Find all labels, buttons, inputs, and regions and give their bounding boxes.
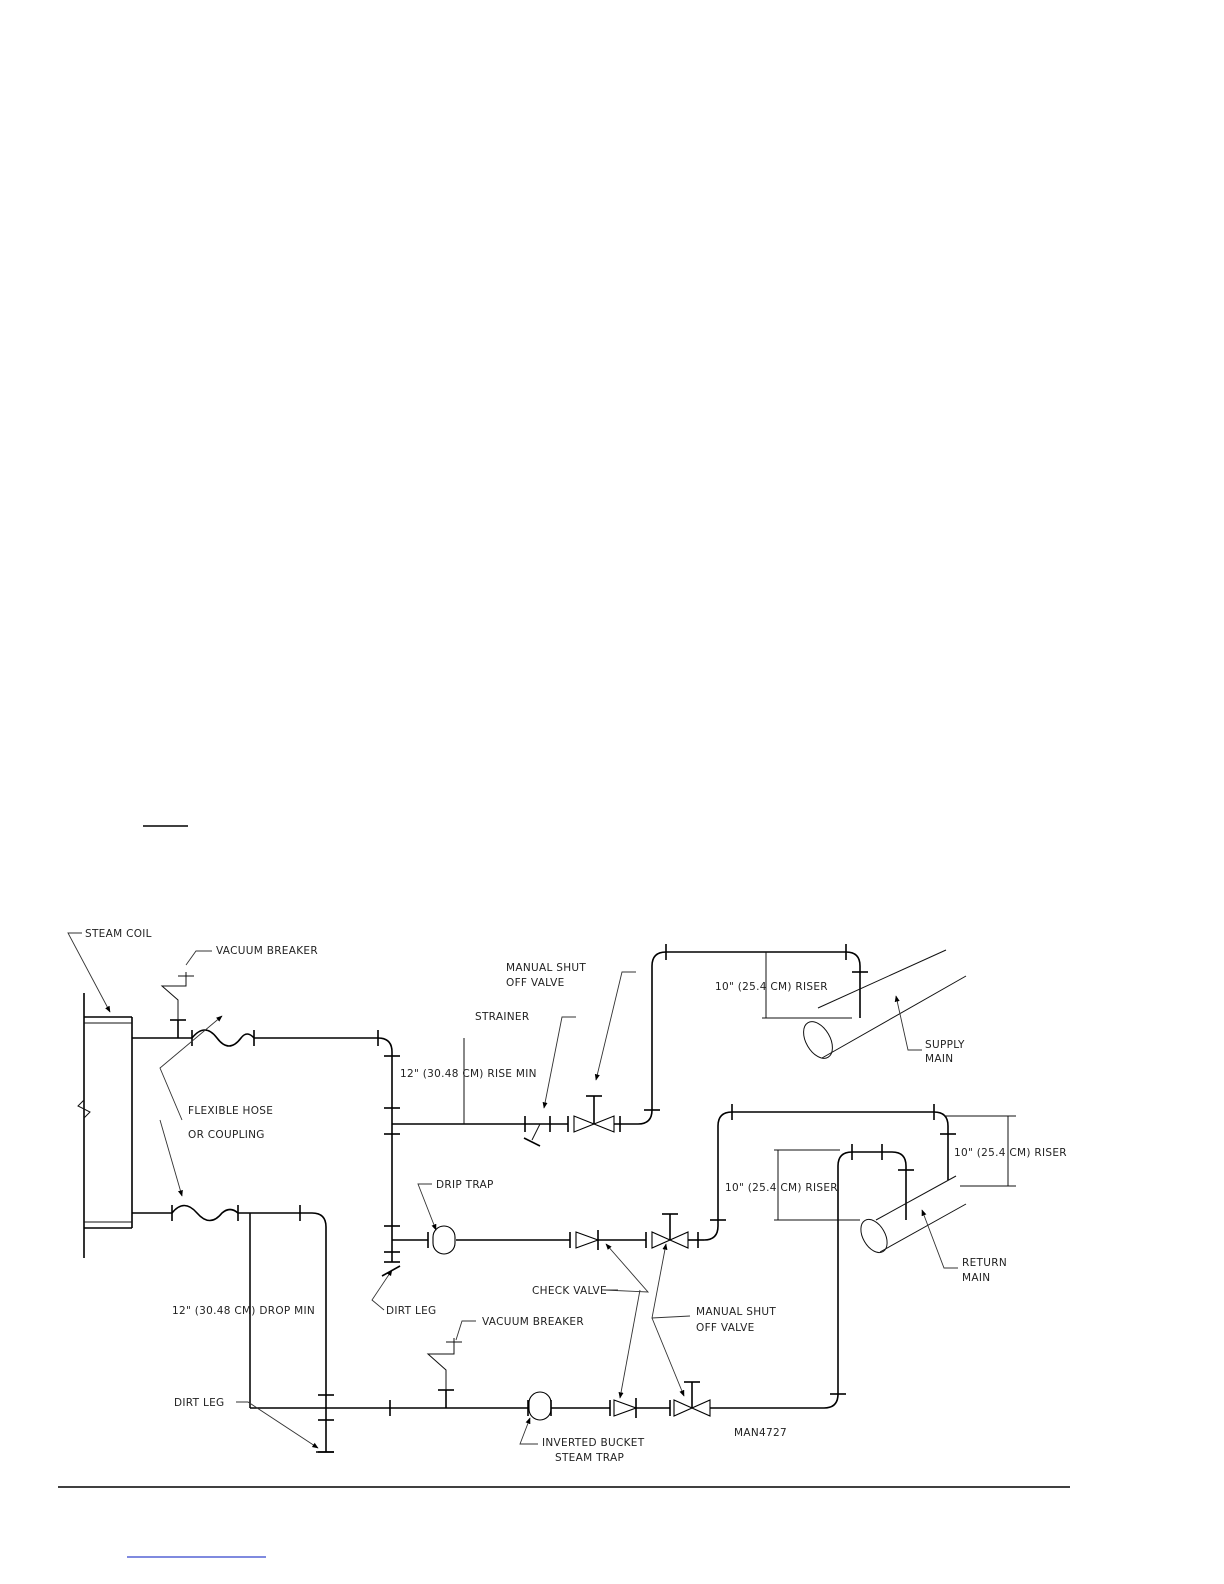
label-steam-coil: STEAM COIL	[85, 928, 152, 940]
label-drop-min: 12" (30.48 CM) DROP MIN	[172, 1305, 315, 1317]
label-supply-main-1: SUPPLY	[925, 1039, 965, 1051]
label-riser-supply: 10" (25.4 CM) RISER	[715, 981, 828, 993]
label-return-main-1: RETURN	[962, 1257, 1007, 1269]
label-drawing-number: MAN4727	[734, 1427, 787, 1439]
label-manual-shut-top-1: MANUAL SHUT	[506, 962, 586, 974]
label-rise-min: 12" (30.48 CM) RISE MIN	[400, 1068, 537, 1080]
label-riser-return-right: 10" (25.4 CM) RISER	[954, 1147, 1067, 1159]
label-strainer: STRAINER	[475, 1011, 529, 1023]
return-main-pipe	[860, 1175, 967, 1254]
label-return-main-2: MAIN	[962, 1272, 990, 1284]
label-flexible-hose-1: FLEXIBLE HOSE	[188, 1105, 273, 1117]
leader-lines	[67, 932, 958, 1449]
label-manual-shut-bottom-2: OFF VALVE	[696, 1322, 755, 1334]
supply-main-pipe	[803, 949, 967, 1059]
label-vacuum-breaker-top: VACUUM BREAKER	[216, 945, 318, 957]
label-riser-return-mid: 10" (25.4 CM) RISER	[725, 1182, 838, 1194]
label-flexible-hose-2: OR COUPLING	[188, 1129, 265, 1141]
label-supply-main-2: MAIN	[925, 1053, 953, 1065]
label-check-valve: CHECK VALVE	[532, 1285, 607, 1297]
label-inverted-bucket-1: INVERTED BUCKET	[542, 1437, 645, 1449]
label-manual-shut-bottom-1: MANUAL SHUT	[696, 1306, 776, 1318]
label-vacuum-breaker-bottom: VACUUM BREAKER	[482, 1316, 584, 1328]
supply-piping	[132, 944, 868, 1263]
return-piping	[132, 1104, 1016, 1453]
label-manual-shut-top-2: OFF VALVE	[506, 977, 565, 989]
steam-coil	[77, 993, 133, 1258]
label-dirt-leg-left: DIRT LEG	[174, 1397, 225, 1409]
label-inverted-bucket-2: STEAM TRAP	[555, 1452, 624, 1464]
label-dirt-leg-mid: DIRT LEG	[386, 1305, 437, 1317]
label-drip-trap: DRIP TRAP	[436, 1179, 494, 1191]
